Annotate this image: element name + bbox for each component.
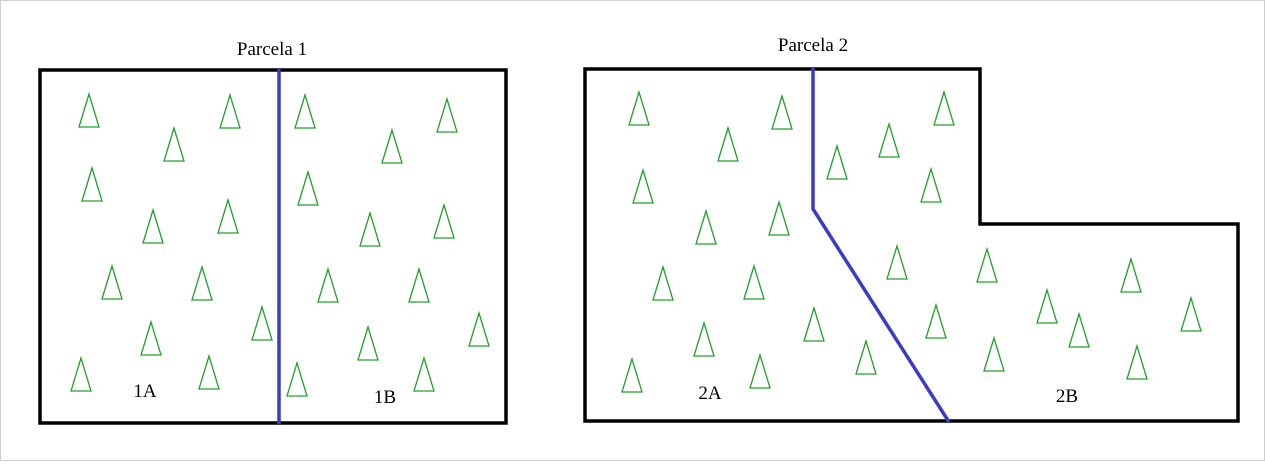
tree-icon — [983, 335, 1005, 372]
subplot-2a-label: 2A — [698, 383, 722, 404]
subplot-2a-trees — [621, 89, 825, 393]
tree-icon — [70, 355, 92, 392]
subplot-1a-trees — [70, 91, 273, 392]
tree-icon — [632, 167, 654, 204]
tree-icon — [1126, 343, 1148, 380]
plot-2-title: Parcela 2 — [778, 35, 848, 56]
tree-icon — [294, 92, 316, 129]
plot-1-title: Parcela 1 — [237, 39, 307, 60]
tree-icon — [78, 91, 100, 128]
tree-icon — [408, 266, 430, 303]
tree-icon — [468, 310, 490, 347]
tree-icon — [317, 266, 339, 303]
tree-icon — [768, 199, 790, 236]
tree-icon — [198, 353, 220, 390]
tree-icon — [771, 93, 793, 130]
tree-icon — [413, 355, 435, 392]
tree-icon — [101, 263, 123, 300]
tree-icon — [251, 304, 273, 341]
plot-1-boundary — [38, 68, 508, 425]
plot-2-boundary — [583, 67, 1240, 423]
tree-icon — [357, 324, 379, 361]
tree-icon — [749, 352, 771, 389]
tree-icon — [191, 264, 213, 301]
tree-icon — [219, 92, 241, 129]
tree-icon — [1036, 287, 1058, 324]
tree-icon — [695, 208, 717, 245]
tree-icon — [628, 89, 650, 126]
tree-icon — [743, 263, 765, 300]
tree-icon — [855, 338, 877, 375]
tree-icon — [693, 320, 715, 357]
tree-icon — [286, 360, 308, 397]
subplot-1b-trees — [286, 92, 490, 397]
tree-icon — [217, 197, 239, 234]
tree-icon — [826, 143, 848, 180]
subplot-1b-label: 1B — [374, 387, 396, 408]
tree-icon — [359, 210, 381, 247]
tree-icon — [297, 169, 319, 206]
tree-icon — [925, 302, 947, 339]
tree-icon — [717, 125, 739, 162]
subplot-2b-label: 2B — [1056, 386, 1078, 407]
tree-icon — [436, 96, 458, 133]
tree-icon — [652, 264, 674, 301]
plot-2: Parcela 2 2A 2B — [583, 35, 1240, 423]
tree-icon — [1120, 256, 1142, 293]
plot-2-divider-line — [811, 68, 951, 423]
subplot-2b-trees — [826, 89, 1202, 380]
tree-icon — [140, 319, 162, 356]
tree-icon — [803, 305, 825, 342]
tree-icon — [886, 243, 908, 280]
subplot-1a-label: 1A — [133, 381, 157, 402]
tree-icon — [933, 89, 955, 126]
tree-icon — [142, 207, 164, 244]
tree-icon — [920, 166, 942, 203]
tree-icon — [81, 165, 103, 202]
tree-icon — [1068, 311, 1090, 348]
tree-icon — [621, 356, 643, 393]
tree-icon — [976, 246, 998, 283]
tree-icon — [878, 121, 900, 158]
tree-icon — [1180, 295, 1202, 332]
tree-icon — [381, 127, 403, 164]
tree-icon — [433, 202, 455, 239]
plot-1: Parcela 1 1A 1B — [38, 39, 508, 425]
tree-icon — [163, 125, 185, 162]
